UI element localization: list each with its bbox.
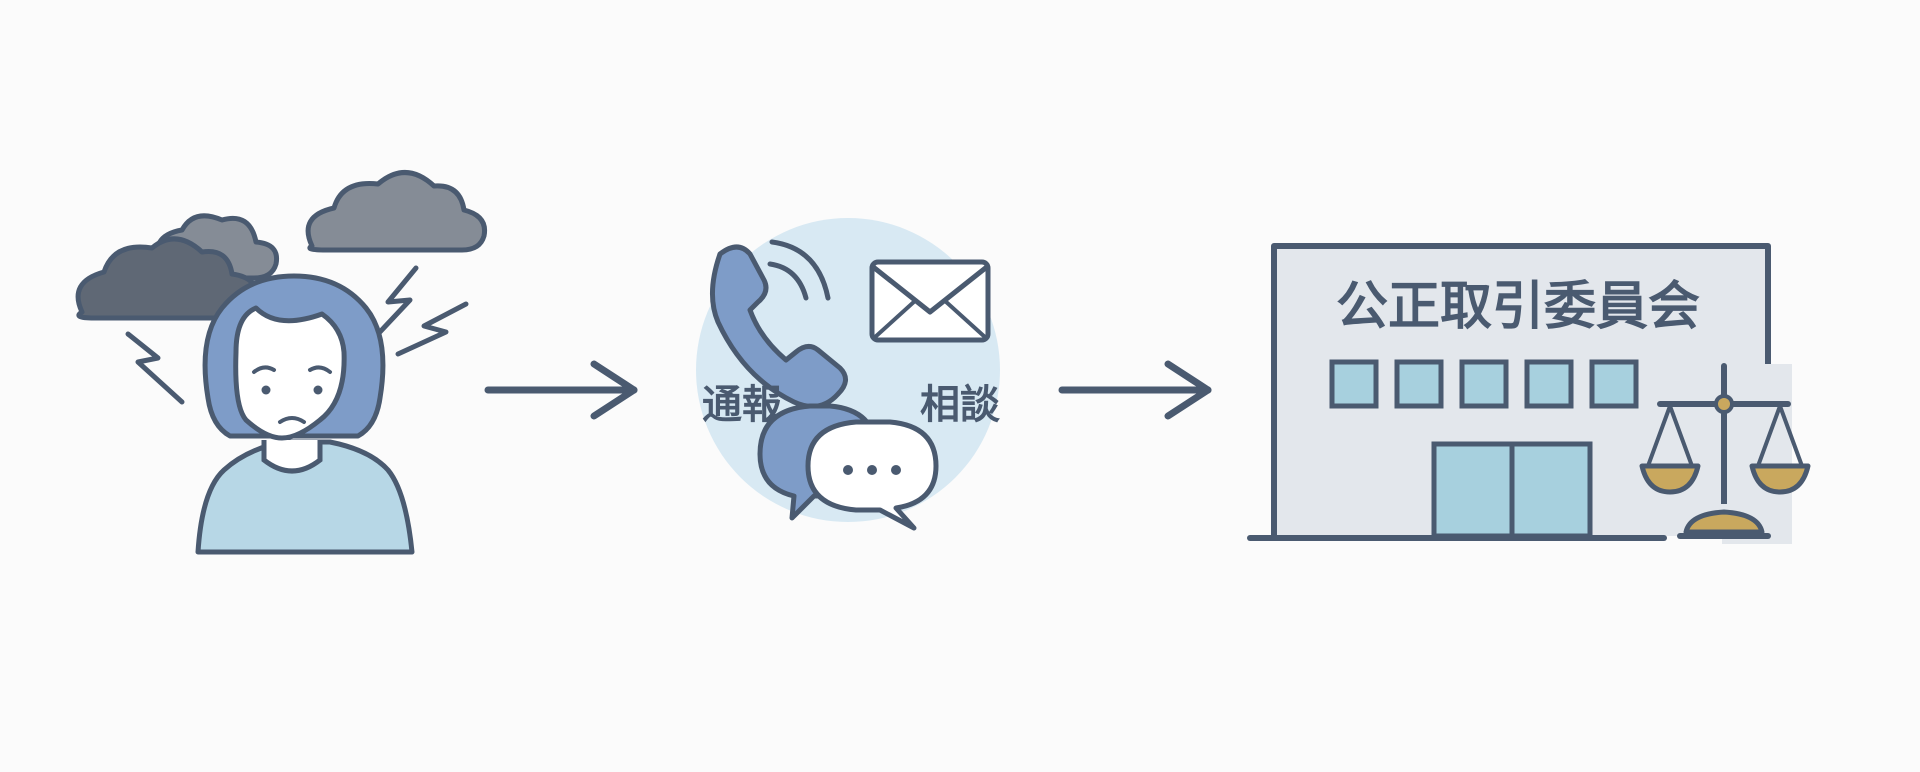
envelope-icon bbox=[869, 259, 991, 343]
office-building-icon bbox=[1247, 243, 1771, 541]
consult-label: 相談 bbox=[920, 382, 1000, 428]
agency-label: 公正取引委員会 bbox=[1336, 277, 1700, 337]
chat-bubbles-icon bbox=[757, 403, 939, 531]
phone-icon bbox=[709, 239, 848, 409]
lightning-icon bbox=[125, 265, 469, 405]
worried-person-icon bbox=[195, 273, 415, 555]
scales-of-justice-icon bbox=[1639, 363, 1811, 544]
arrow-right-icon bbox=[484, 360, 638, 420]
arrow-right-icon bbox=[1058, 360, 1212, 420]
